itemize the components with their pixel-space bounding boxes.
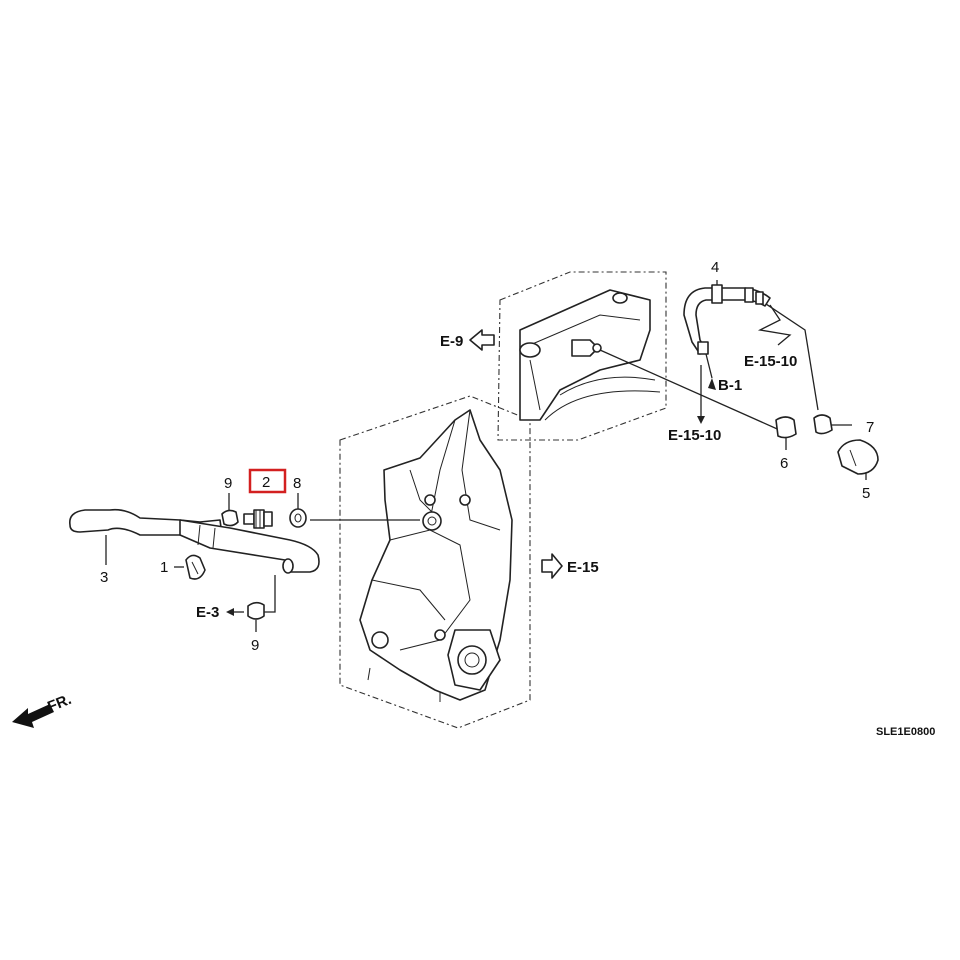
front-label: FR. (45, 691, 74, 716)
bolt-fitting-part (243, 509, 273, 529)
callout-4[interactable]: 4 (711, 259, 719, 276)
callout-8[interactable]: 8 (293, 475, 301, 492)
clamp-part-7 (813, 414, 833, 435)
clamp-part-lower (247, 601, 265, 620)
callout-5[interactable]: 5 (862, 485, 870, 502)
washer-part (289, 508, 307, 528)
clamp-part-upper (221, 509, 239, 527)
callout-9-upper[interactable]: 9 (224, 475, 232, 492)
callout-1[interactable]: 1 (160, 559, 168, 576)
upper-assembly-outline (497, 271, 667, 441)
callout-3[interactable]: 3 (100, 569, 108, 586)
e15-arrow-icon (541, 553, 563, 579)
cap-part (837, 439, 879, 475)
e9-arrow-icon (469, 329, 495, 351)
callout-7[interactable]: 7 (866, 419, 874, 436)
leader-lines (105, 280, 867, 632)
diagram-code: SLE1E0800 (876, 726, 935, 738)
ref-e9[interactable]: E-9 (440, 333, 463, 350)
ref-e15[interactable]: E-15 (567, 559, 599, 576)
ref-b1[interactable]: B-1 (718, 377, 742, 394)
water-hose-part (68, 508, 320, 574)
callout-2[interactable]: 2 (262, 474, 270, 491)
engine-mount-bracket-part (359, 409, 513, 702)
front-direction-arrow-icon (12, 704, 54, 728)
clamp-part-6 (775, 416, 797, 439)
e3-arrow-icon (226, 608, 234, 616)
callout-9-lower[interactable]: 9 (251, 637, 259, 654)
bracket-assembly-outline (339, 395, 531, 729)
ref-e15-10-lower[interactable]: E-15-10 (668, 427, 721, 444)
upper-bracket-part (519, 289, 661, 421)
hose-clamp-part (185, 554, 206, 580)
e1510-down-arrow-icon (697, 416, 705, 424)
upper-hose-part (683, 284, 771, 355)
ref-e3[interactable]: E-3 (196, 604, 219, 621)
callout-6[interactable]: 6 (780, 455, 788, 472)
highlight-box (248, 468, 287, 494)
b1-arrow-icon (708, 378, 716, 390)
ref-e15-10-upper[interactable]: E-15-10 (744, 353, 797, 370)
